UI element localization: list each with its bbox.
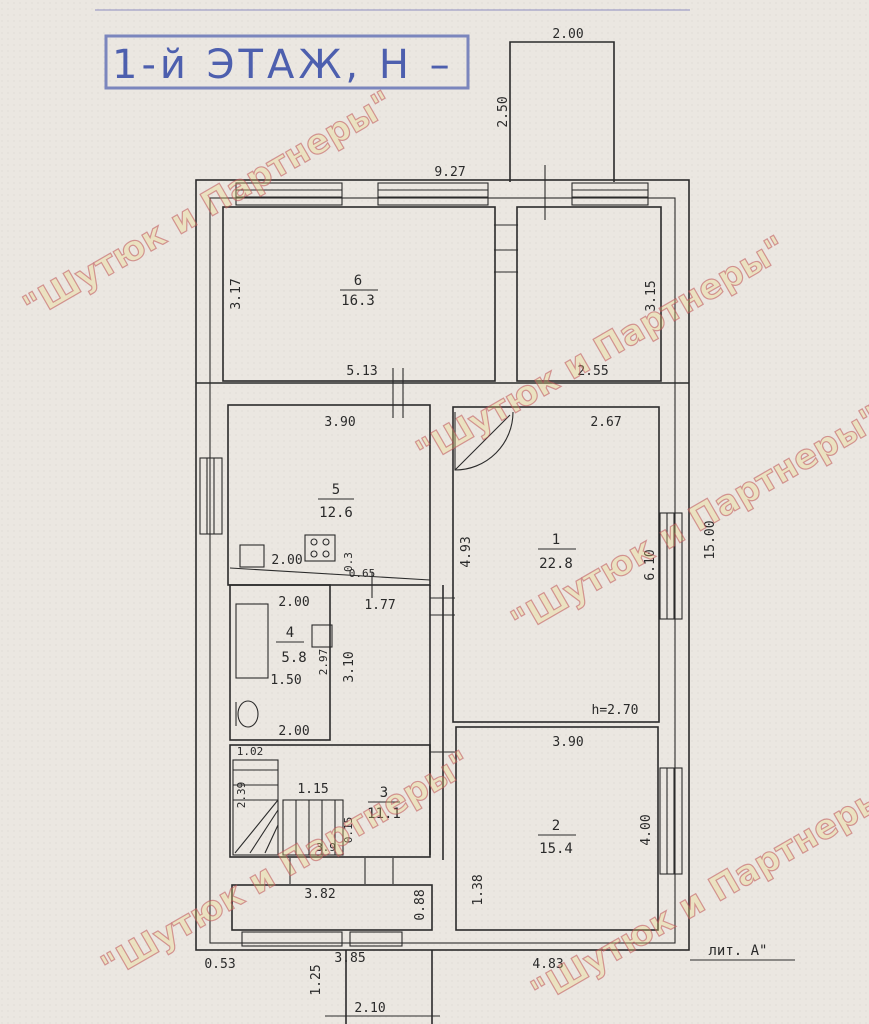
room-2-area: 15.4 [539,841,573,857]
dim-stair-width: 1.02 [237,745,264,758]
dim-porch-top-width: 2.00 [552,27,583,42]
dim-wall-thickness: 0.53 [204,957,235,972]
dim-stair-step: 1.15 [297,782,328,797]
dim-bath-width: 1.50 [270,673,301,688]
dim-room2-width: 3.90 [552,735,583,750]
room-1-area: 22.8 [539,556,573,572]
walls [195,41,690,1024]
title-stamp-text: 1-й ЭТАЖ, Н – [112,42,454,88]
room-3-number: 3 [380,785,388,801]
room-5-number: 5 [332,482,340,498]
dim-top-length: 9.27 [434,165,465,180]
room-2-number: 2 [552,818,560,834]
doors [289,165,546,884]
room-6-number: 6 [354,273,362,289]
dim-hall-width: 1.77 [364,598,395,613]
fixtures [229,534,431,728]
door-swing-room-1 [454,411,514,471]
room-1-number: 1 [552,532,560,548]
dim-total-right: 15.00 [703,520,718,559]
dim-right-top-height: 3.15 [644,280,659,311]
dim-room4-bottom: 2.00 [278,724,309,739]
dim-right-top-width: 2.55 [577,364,608,379]
window-right-2 [659,767,683,875]
dim-kitchen-c: 0.65 [349,567,376,580]
dim-room1-width: 2.67 [590,415,621,430]
dim-vestibule-width: 3.82 [304,887,335,902]
dim-stair-b: 3.9 [316,841,336,854]
dim-room6-width: 5.13 [346,364,377,379]
room-2-outline [455,726,659,931]
window-bottom-2 [349,931,403,947]
boiler-symbol [311,624,333,648]
room-6-outline [222,206,496,382]
dimension-labels: 2.00 2.50 9.27 3.17 3.15 5.13 2.55 3.90 … [204,27,767,1016]
dim-room1-height-right: 6.10 [643,549,658,580]
porch-top-outline [509,41,615,182]
dim-vestibule-depth: 0.88 [413,889,428,920]
staircase [232,759,344,856]
inner-wall-line [209,197,676,944]
dim-porch-top-depth: 2.50 [496,96,511,127]
dim-stair-small: 0.15 [342,817,355,844]
toilet-symbol [237,700,259,728]
vestibule-outline [231,884,433,931]
dim-room6-height: 3.17 [229,278,244,309]
dim-ceiling-height: h=2.70 [592,703,639,718]
dim-room1-height-left: 4.93 [459,536,474,567]
window-bottom-1 [241,931,343,947]
title-stamp: 1-й ЭТАЖ, Н – [104,34,470,90]
window-top-2 [377,182,489,206]
bathtub-symbol [235,603,269,679]
dim-room4-height: 2.97 [317,649,330,676]
room-4-number: 4 [286,625,294,641]
room-6-area: 16.3 [341,293,375,309]
dim-room2-side: 1.38 [471,874,486,905]
dim-kitchen-b: 0.3 [342,552,355,572]
dim-entry-depth: 1.25 [309,964,324,995]
dim-room4-width: 2.00 [278,595,309,610]
fridge-symbol [239,544,265,568]
window-right-1 [659,512,683,620]
dim-kitchen-a: 2.00 [271,553,302,568]
room-3-outline [229,744,431,858]
right-top-room-outline [516,206,662,382]
dim-entry-width: 2.10 [354,1001,385,1016]
room-1-outline [452,406,660,723]
window-top-1 [235,182,343,206]
outer-wall [195,179,690,951]
dim-stair-len: 2.39 [235,782,248,809]
windows [199,182,683,947]
dim-bottom-right: 4.83 [532,957,563,972]
window-top-3 [571,182,649,206]
dim-room5-width: 3.90 [324,415,355,430]
room-3-area: 11.1 [367,806,401,822]
sheet-note: лит. А" [708,943,767,959]
room-5-area: 12.6 [319,505,353,521]
room-4-area: 5.8 [281,650,306,666]
dim-room2-height: 4.00 [639,814,654,845]
dim-bottom-left: 3.85 [334,951,365,966]
stove-symbol [304,534,336,562]
window-left [199,457,223,535]
room-4-outline [229,584,331,741]
dim-hall-height: 3.10 [342,651,357,682]
room-labels: 6 16.3 5 12.6 1 22.8 4 5.8 3 11.1 2 15.4 [276,273,576,857]
